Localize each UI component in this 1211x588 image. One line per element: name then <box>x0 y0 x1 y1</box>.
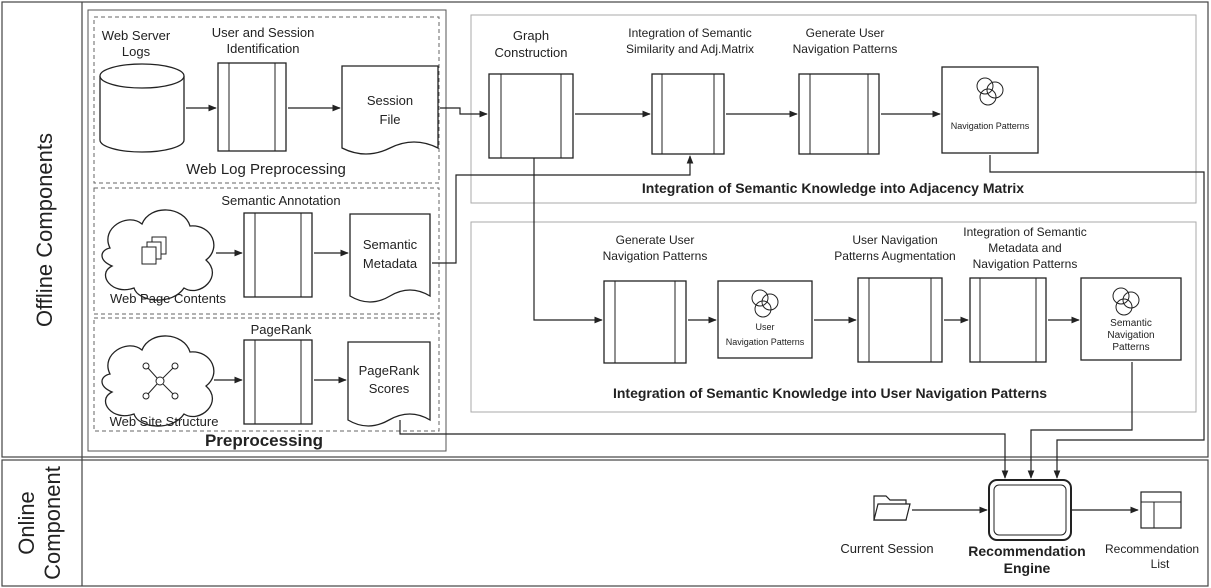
database-icon <box>99 63 185 153</box>
recommendation-list-icon <box>1140 491 1182 529</box>
adj-generate-label-2: Navigation Patterns <box>793 42 898 56</box>
online-section-frame <box>1 459 1209 587</box>
web-log-box <box>93 16 440 184</box>
session-file-label-1: Session <box>367 93 413 108</box>
sem-nav-label-3: Patterns <box>1112 342 1149 353</box>
nav-integration-process <box>969 277 1047 363</box>
online-label-line1: Online <box>14 491 39 555</box>
augmentation-label-2: Patterns Augmentation <box>834 249 955 263</box>
pagerank-scores-label-2: Scores <box>369 381 410 396</box>
navigation-patterns-box <box>941 66 1039 154</box>
pagerank-scores-label-1: PageRank <box>359 363 420 378</box>
nav-integration-label-3: Navigation Patterns <box>973 257 1078 271</box>
semantic-metadata-label-1: Semantic <box>363 237 418 252</box>
adj-integration-label-1: Integration of Semantic <box>628 26 751 40</box>
navigation-caption: Integration of Semantic Knowledge into U… <box>613 385 1047 401</box>
pagerank-title: PageRank <box>251 322 312 337</box>
user-nav-label-1: User <box>755 322 774 332</box>
engine-label-1: Recommendation <box>968 543 1085 559</box>
current-session-label: Current Session <box>840 541 933 556</box>
web-server-label-1: Web Server <box>102 28 171 43</box>
web-page-contents-label: Web Page Contents <box>110 291 227 306</box>
graph-construction-label-1: Graph <box>513 28 549 43</box>
user-navigation-patterns-box <box>717 280 813 359</box>
nav-integration-label-1: Integration of Semantic <box>963 225 1086 239</box>
pagerank-process <box>243 339 313 425</box>
navigation-panel <box>470 221 1197 413</box>
adjacency-panel <box>470 14 1197 204</box>
pagerank-box <box>93 317 440 432</box>
semantic-annotation-title: Semantic Annotation <box>221 193 340 208</box>
online-label-line2: Component <box>40 466 65 580</box>
web-site-structure-cloud-icon <box>101 335 215 427</box>
web-server-label-2: Logs <box>122 44 151 59</box>
semantic-metadata-label-2: Metadata <box>363 256 418 271</box>
session-identification-process <box>217 62 287 152</box>
session-id-label-1: User and Session <box>212 25 315 40</box>
venn-icon <box>976 77 1004 106</box>
recommendation-list-label-1: Recommendation <box>1105 542 1199 556</box>
recommendation-engine-box <box>988 479 1072 541</box>
semantic-annotation-box <box>93 187 440 315</box>
adjacency-caption: Integration of Semantic Knowledge into A… <box>642 180 1024 196</box>
offline-label: Offline Components <box>32 133 57 327</box>
web-log-caption: Web Log Preprocessing <box>186 161 346 178</box>
adj-generate-process <box>798 73 880 155</box>
folder-icon <box>873 495 911 521</box>
sem-nav-label-1: Semantic <box>1110 318 1152 329</box>
nav-integration-label-2: Metadata and <box>988 241 1061 255</box>
adj-generate-label-1: Generate User <box>806 26 885 40</box>
nav-generate-label-2: Navigation Patterns <box>603 249 708 263</box>
augmentation-process <box>857 277 943 363</box>
session-file-doc <box>341 65 439 155</box>
web-site-structure-label: Web Site Structure <box>110 414 219 429</box>
engine-label-2: Engine <box>1004 560 1051 576</box>
offline-section-frame <box>1 1 1209 458</box>
venn-icon <box>1112 287 1140 316</box>
nav-generate-process <box>603 280 687 364</box>
augmentation-label-1: User Navigation <box>852 233 937 247</box>
session-file-label-2: File <box>380 112 401 127</box>
adj-integration-process <box>651 73 725 155</box>
preprocessing-box <box>87 9 447 452</box>
semantic-metadata-doc <box>349 213 431 303</box>
nav-generate-label-1: Generate User <box>616 233 695 247</box>
recommendation-list-label-2: List <box>1151 557 1170 571</box>
graph-construction-label-2: Construction <box>495 45 568 60</box>
session-id-label-2: Identification <box>227 41 300 56</box>
navigation-patterns-label: Navigation Patterns <box>951 121 1030 131</box>
adj-integration-label-2: Similarity and Adj.Matrix <box>626 42 754 56</box>
sem-nav-label-2: Navigation <box>1107 330 1154 341</box>
preprocessing-title: Preprocessing <box>205 431 323 450</box>
semantic-annotation-process <box>243 212 313 298</box>
graph-construction-process <box>488 73 574 159</box>
web-page-cloud-icon <box>101 209 215 301</box>
pagerank-scores-doc <box>347 341 431 427</box>
user-nav-label-2: Navigation Patterns <box>726 337 805 347</box>
venn-icon <box>751 289 779 318</box>
